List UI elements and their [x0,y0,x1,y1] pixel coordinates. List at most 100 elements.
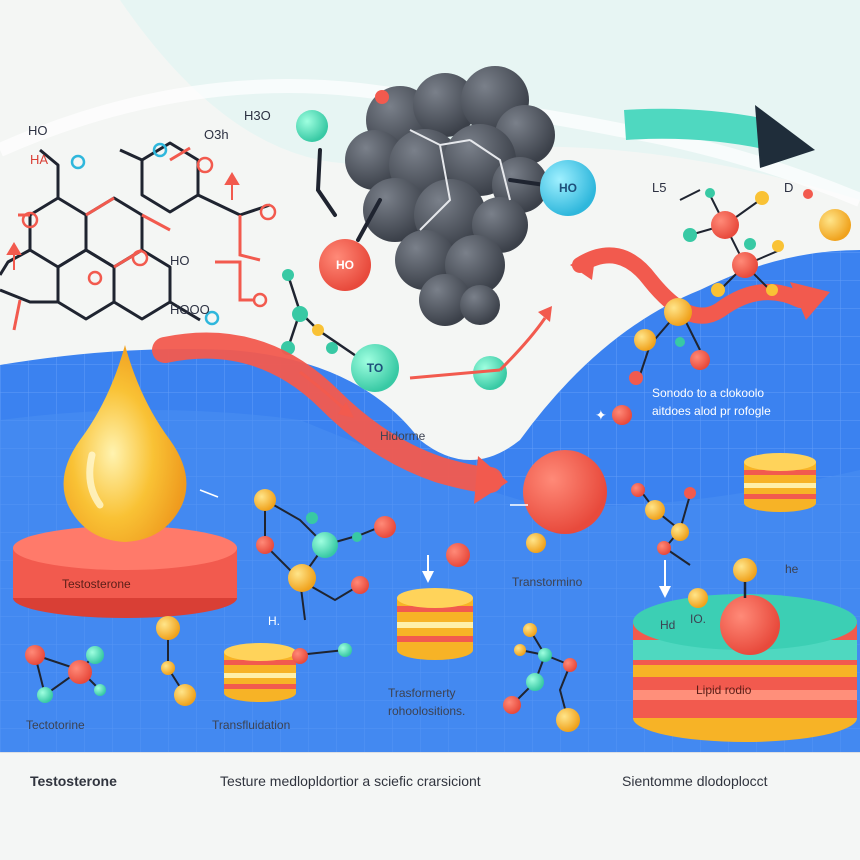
small-arrows [6,172,240,270]
atom-yellow [523,623,537,637]
atom-teal-mid [473,356,507,390]
disc-stack-right [744,453,816,512]
footer-right: Sientomme dlodoplocct [622,773,768,789]
footer-center: Testure medlopldortior a sciefic crarsic… [220,773,481,789]
atom-yellow [634,329,656,351]
label-hidorme: Hidorme [380,429,426,443]
atom-red [292,648,308,664]
droplet-highlight [86,451,104,509]
atom-yellow [514,644,526,656]
atom-yellow [772,240,784,252]
atom-teal [705,188,715,198]
ball-ho-red [319,239,371,291]
cluster-bonds [315,148,547,242]
atom-red-small [629,371,643,385]
arrow-thin [299,370,347,412]
atom-yellow-big [819,209,851,241]
label-chem-ha: HA [30,152,49,167]
atom-red [711,211,739,239]
label-tectorone: Tectotorine [26,718,85,732]
atom-red [690,350,710,370]
atom-yellow [688,588,708,608]
atom-yellow [766,284,778,296]
arrow-thin [409,368,501,380]
ball-to [351,344,399,392]
atom-teal [296,110,328,142]
atom-teal [675,337,685,347]
atom-red [563,658,577,672]
atom-yellow [711,283,725,297]
big-red-sphere [523,450,607,534]
arrow-red-wave-head [790,282,830,320]
label-d: D [784,180,794,195]
disc-stack-left [224,643,296,702]
label-platform-hd: Hd [660,618,676,632]
label-l5: L5 [652,180,667,195]
atom-yellow [254,489,276,511]
label-chem-o3h: O3h [204,127,229,142]
arrow-red-large [152,332,503,493]
atom-red-small [803,189,813,199]
atom-yellow [755,191,769,205]
arrow-red-large-head [474,456,508,504]
arrow-teal [624,108,774,150]
label-chem-h3o: H3O [244,108,271,123]
label-ball-ho-blue: HO [559,181,577,195]
ball-ho-blue [540,160,596,216]
atom-teal [526,673,544,691]
chain-atom [326,342,338,354]
chain-atom [282,269,294,281]
atom-yellow [671,523,689,541]
lipid-red-sphere [720,595,780,655]
atom-teal-small [352,532,362,542]
arrow-red-wave-tail [570,250,596,280]
atom-red-small [684,487,696,499]
chain-atom [292,306,308,322]
atom-teal [86,646,104,664]
label-he: he [785,562,799,576]
label-chem-ho-mid: HO [170,253,190,268]
atom-red [657,541,671,555]
grey-molecule-cluster [345,66,555,326]
atom-red [351,576,369,594]
label-chem-hooo: HOOO [170,302,210,317]
label-callout-line1: Sonodo to a clokoolo [652,386,765,400]
testosterone-platform [13,526,237,618]
label-transformerly-1: Trasformerty [388,686,456,700]
sparkle: ✦ [595,407,607,423]
atom-yellow [645,500,665,520]
steroid-highlights [12,146,261,331]
footer-caption-bar: Testosterone Testure medlopldortior a sc… [0,752,860,860]
atom-red [732,252,758,278]
label-platform-io: IO. [690,612,707,626]
atom-red [446,543,470,567]
label-transformerly-2: rohoolositions. [388,704,466,718]
atom-red [374,516,396,538]
atom-red [503,696,521,714]
atom-yellow [161,661,175,675]
atom-red [612,405,632,425]
atom-teal [338,643,352,657]
chain-atom [312,324,324,336]
footer-left: Testosterone [30,773,117,789]
atom-teal [683,228,697,242]
tiny-arrow-head [659,586,671,598]
arrow-thin-head [338,402,354,418]
label-ball-to: TO [366,361,384,375]
atom-yellow [556,708,580,732]
atom-yellow [156,616,180,640]
label-transfluidation: Transfluidation [212,718,291,732]
atom-teal [538,648,552,662]
label-lipid-radio: Lipid rodio [696,683,752,697]
arrow-teal-head [755,105,815,168]
arrow-thin-head [538,306,552,322]
atom-yellow [526,533,546,553]
label-callout-line2: aitdoes alod pr rofogle [652,404,771,418]
atom-yellow-large [664,298,692,326]
atom-yellow [174,684,196,706]
atom-yellow-large [288,564,316,592]
atom-yellow [733,558,757,582]
atom-teal-small [306,512,318,524]
